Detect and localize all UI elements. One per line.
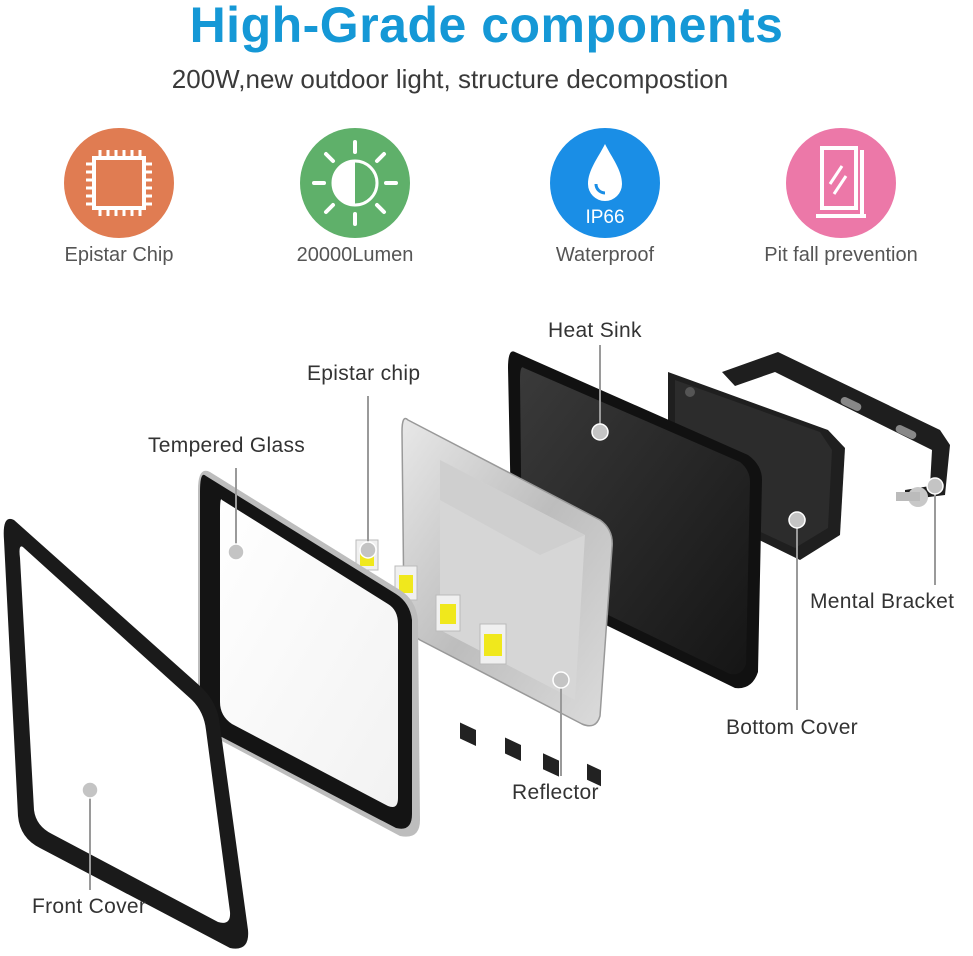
water-drop-icon: IP66 (550, 128, 660, 238)
feature-label: Epistar Chip (64, 244, 174, 266)
label-heat-sink: Heat Sink (548, 319, 642, 342)
feature-waterproof: IP66 Waterproof (500, 128, 710, 267)
callout-lines (89, 345, 936, 890)
feature-lumen: 20000Lumen (250, 128, 460, 267)
feature-pit-fall: Pit fall prevention (736, 128, 946, 267)
page-title: High-Grade components (189, 0, 784, 53)
reflector (401, 417, 613, 787)
feature-label: Waterproof (555, 244, 655, 266)
feature-label: 20000Lumen (296, 244, 414, 266)
label-bottom-cover: Bottom Cover (726, 716, 858, 739)
chip-icon (64, 128, 174, 238)
label-mental-bracket: Mental Bracket (810, 590, 954, 613)
label-reflector: Reflector (512, 781, 599, 804)
callout-dots (81, 423, 944, 799)
tempered-glass (198, 470, 420, 837)
front-cover (3, 518, 249, 949)
label-tempered-glass: Tempered Glass (148, 434, 305, 457)
label-epistar-chip: Epistar chip (307, 362, 420, 385)
sun-icon (300, 128, 410, 238)
page-subtitle: 200W,new outdoor light, structure decomp… (171, 64, 729, 94)
label-front-cover: Front Cover (32, 895, 146, 918)
feature-label: Pit fall prevention (764, 244, 918, 266)
ip-rating-badge: IP66 (585, 207, 624, 228)
panel-icon (786, 128, 896, 238)
mental-bracket (722, 352, 950, 507)
feature-epistar-chip: Epistar Chip (14, 128, 224, 267)
